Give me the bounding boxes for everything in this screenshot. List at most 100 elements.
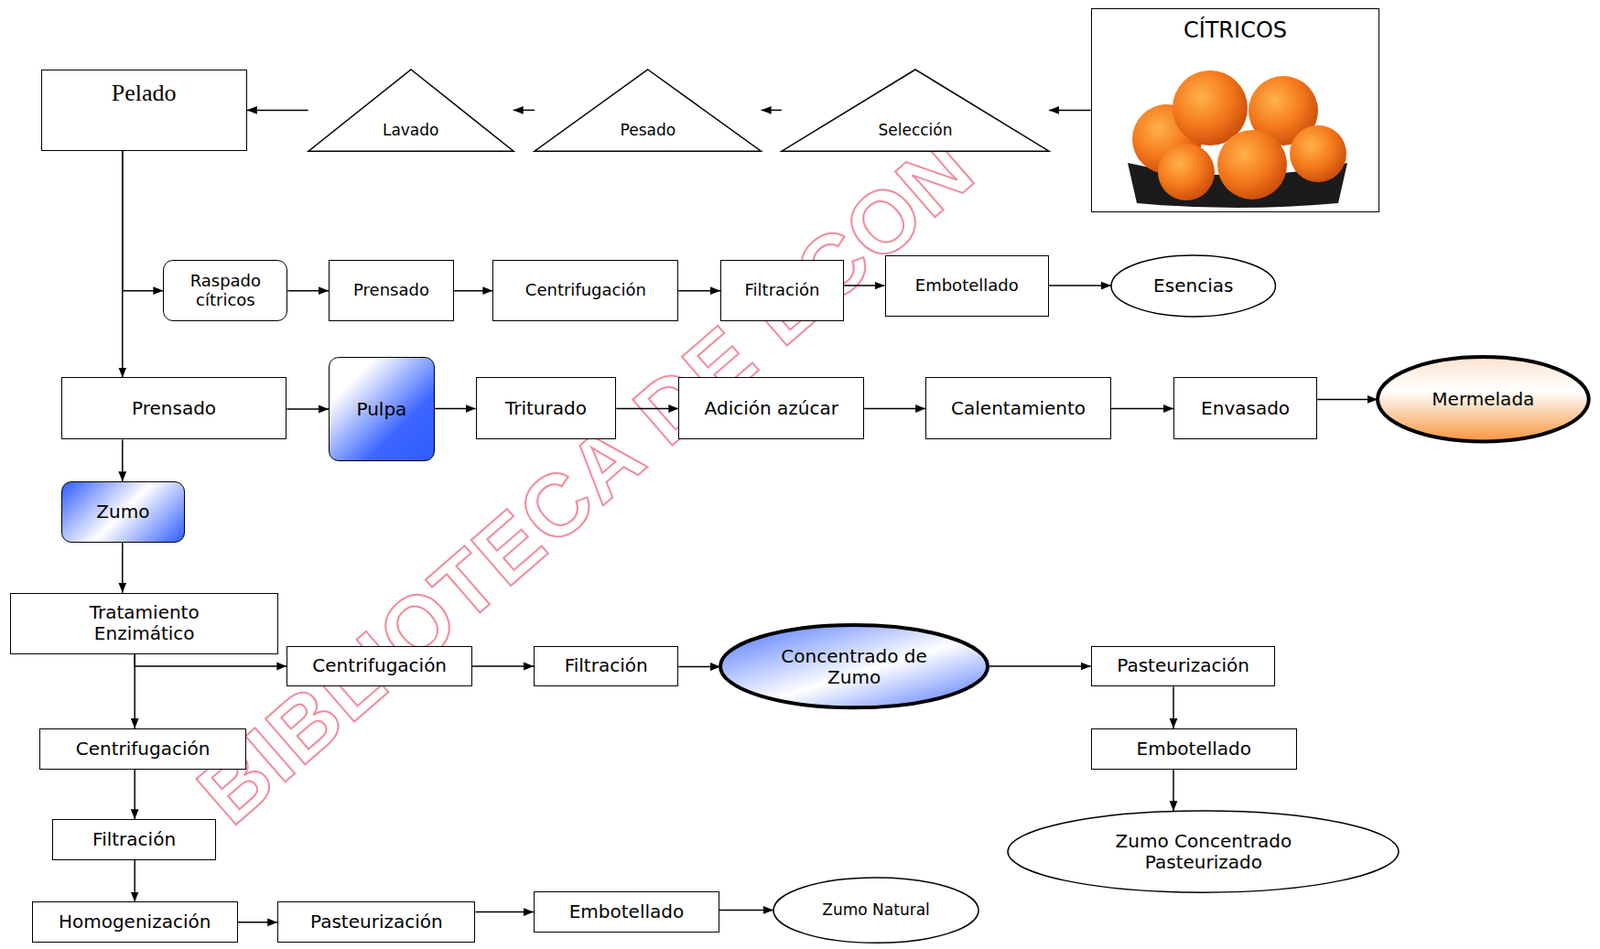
process-box: Centrifugación	[39, 728, 246, 770]
shape-outline	[1377, 356, 1590, 443]
orange-fruit	[1289, 125, 1347, 183]
node-text: Pasteurización	[310, 911, 444, 933]
flow-arrow	[1172, 686, 1175, 729]
node-text: Centrifugación	[525, 281, 647, 301]
stage-rounded-box: Pulpa	[328, 356, 435, 462]
product-ellipse: Mermelada	[1377, 356, 1590, 443]
flow-arrow	[121, 440, 124, 483]
flow-arrow	[133, 654, 136, 729]
flow-arrow	[247, 109, 309, 112]
stage-rounded-box: Raspado cítricos	[162, 259, 288, 322]
process-box: Envasado	[1173, 377, 1318, 440]
node-text: Homogenización	[58, 911, 211, 933]
flow-arrow	[121, 151, 124, 379]
flow-arrow	[1048, 109, 1092, 112]
process-triangle: Lavado	[308, 69, 514, 152]
node-text: Lavado	[382, 121, 440, 141]
shape-outline	[1111, 255, 1276, 317]
flow-arrow	[286, 408, 329, 411]
process-box: Filtración	[52, 819, 217, 861]
flow-arrow	[1317, 399, 1378, 401]
node-text: Triturado	[505, 398, 587, 420]
shape-outline	[720, 625, 988, 708]
process-triangle: Pesado	[534, 69, 761, 152]
flow-arrow	[1111, 408, 1174, 411]
node-text: Envasado	[1200, 398, 1290, 420]
process-triangle: Selección	[781, 69, 1049, 152]
flow-arrow	[1172, 769, 1175, 812]
process-box: Centrifugación	[492, 259, 679, 322]
flow-arrow	[121, 542, 124, 594]
node-text: Prensado	[131, 398, 217, 420]
shape-outline	[534, 69, 761, 152]
flow-arrow	[287, 290, 329, 292]
process-box: Triturado	[475, 377, 617, 440]
shape-outline	[308, 69, 514, 152]
product-ellipse: Zumo Natural	[773, 877, 979, 943]
process-box: Embotellado	[1091, 728, 1298, 770]
node-text: Calentamiento	[951, 398, 1086, 420]
watermark-text: BIBLIOTECA DE ECON	[178, 117, 994, 844]
flow-arrow	[475, 911, 535, 914]
flow-arrow	[513, 109, 535, 112]
flow-arrow	[434, 408, 476, 411]
node-text: Adición azúcar	[704, 398, 839, 420]
flow-arrow	[133, 769, 136, 821]
flow-arrow	[678, 290, 721, 292]
product-ellipse: Zumo Concentrado Pasteurizado	[1007, 810, 1399, 893]
flow-arrow	[134, 654, 287, 667]
node-text: Centrifugación	[312, 655, 447, 677]
flow-arrow	[864, 408, 926, 411]
process-box: Pasteurización	[1091, 646, 1276, 688]
process-box: Centrifugación	[286, 646, 473, 688]
node-text: Esencias	[1153, 275, 1233, 297]
node-text: Filtración	[564, 655, 649, 677]
node-text: Centrifugación	[75, 738, 211, 760]
orange-fruit	[1217, 129, 1287, 200]
flow-arrow	[122, 151, 164, 292]
flow-arrow	[133, 860, 136, 903]
shape-outline	[773, 877, 979, 943]
node-text: Pasteurización	[1116, 655, 1250, 677]
flow-arrow	[1048, 284, 1112, 287]
node-text: Filtración	[92, 829, 176, 851]
node-text: Pulpa	[356, 399, 407, 421]
process-box: Pelado	[41, 69, 248, 152]
node-text: CÍTRICOS	[1183, 18, 1287, 44]
product-ellipse: Concentrado de Zumo	[720, 625, 988, 708]
process-box: Filtración	[533, 646, 679, 688]
flow-arrow	[719, 909, 774, 912]
flow-arrow	[678, 666, 721, 669]
process-box: Calentamiento	[925, 377, 1112, 440]
orange-fruit	[1157, 143, 1215, 201]
stage-rounded-box: Zumo	[61, 481, 185, 543]
process-box: Homogenización	[32, 901, 238, 943]
flow-arrow	[987, 665, 1092, 668]
flow-arrow	[237, 921, 279, 924]
process-box: Embotellado	[885, 255, 1049, 317]
node-text: Zumo Concentrado Pasteurizado	[1062, 831, 1344, 874]
node-text: Concentrado de Zumo	[778, 646, 930, 689]
process-box: Prensado	[328, 259, 455, 322]
node-text: Pelado	[111, 79, 177, 108]
node-text: Zumo	[96, 501, 150, 523]
node-text: Embotellado	[1136, 738, 1253, 760]
node-text: Zumo Natural	[821, 901, 930, 920]
flow-arrow	[454, 290, 493, 292]
node-text: Embotellado	[915, 276, 1019, 296]
process-box: Embotellado	[533, 891, 720, 933]
process-box: Tratamiento Enzimático	[10, 593, 279, 655]
source-box: CÍTRICOS	[1091, 8, 1380, 213]
node-text: Embotellado	[569, 901, 685, 923]
node-text: Tratamiento Enzimático	[65, 602, 223, 645]
node-text: Selección	[877, 121, 952, 141]
shape-outline	[781, 69, 1049, 152]
shape-outline	[1007, 810, 1399, 893]
node-text: Prensado	[353, 281, 430, 301]
flow-arrow	[761, 109, 782, 112]
process-box: Pasteurización	[277, 901, 476, 943]
node-text: Raspado cítricos	[171, 271, 280, 310]
node-text: Mermelada	[1431, 389, 1535, 411]
flow-arrow	[472, 665, 534, 668]
